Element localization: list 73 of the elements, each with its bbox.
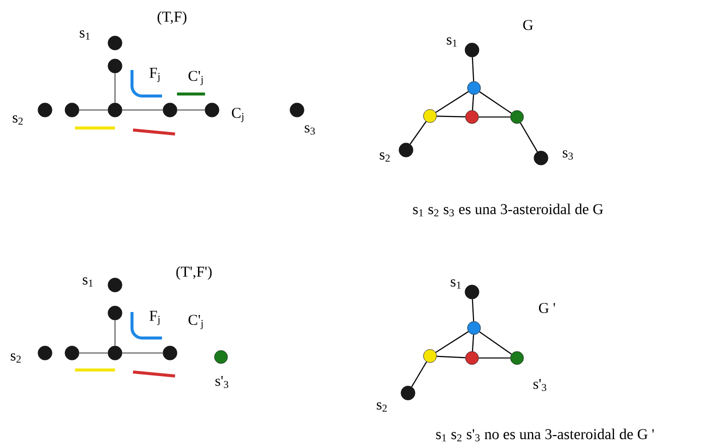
vertex-label: s$_{2}$ — [10, 353, 21, 363]
vertex-label: s$_{3}$ — [562, 150, 573, 160]
vertex — [467, 81, 481, 95]
graph-edge — [479, 91, 512, 114]
vertex-label: s$_{2}$ — [380, 152, 390, 162]
set-label: C'$_{j}$ — [188, 314, 203, 330]
vertex — [510, 351, 524, 365]
graph-edge — [472, 299, 474, 322]
graph-edge — [410, 121, 427, 144]
vertex-label: s$_{1}$ — [446, 37, 457, 47]
graph-edge — [411, 361, 428, 388]
vertex — [204, 102, 220, 118]
vertex-label: s'$_{3}$ — [533, 378, 546, 392]
vertex — [464, 42, 480, 58]
graph-edge — [478, 116, 510, 118]
graph-edge — [436, 356, 466, 358]
vertex — [162, 346, 178, 360]
graph-label: G ' — [538, 302, 556, 314]
vertex-label: s'$_{3}$ — [215, 376, 228, 388]
graph-edge — [472, 57, 474, 82]
vertex — [38, 346, 52, 360]
vertex — [108, 306, 122, 320]
graph-edge — [472, 94, 474, 110]
set-label: F$_{j}$ — [150, 68, 160, 82]
vertex — [423, 109, 437, 123]
vertex — [398, 142, 414, 158]
pair-label: (T',F') — [176, 266, 212, 280]
vertex — [465, 110, 479, 124]
graph-edge — [472, 334, 474, 352]
graph-edge — [479, 331, 512, 355]
vertex-label: s$_{2}$ — [376, 402, 387, 412]
graph-edge — [520, 122, 538, 152]
vertex — [290, 102, 304, 118]
vertex — [108, 36, 122, 50]
graph-label: G — [523, 20, 533, 30]
vertex-label: s$_{3}$ — [304, 125, 315, 135]
vertex-label: s$_{1}$ — [450, 279, 461, 289]
vertex — [64, 346, 80, 360]
graph-edge — [122, 352, 163, 354]
set-label: F$_{j}$ — [150, 310, 160, 326]
vertex — [510, 110, 524, 124]
vertex — [108, 102, 122, 118]
vertex — [423, 349, 437, 363]
vertex — [162, 102, 178, 118]
set-label: C$_{j}$ — [232, 108, 244, 122]
vertex — [108, 346, 122, 360]
vertex-label: s$_{1}$ — [82, 277, 93, 287]
set-label: C'$_{j}$ — [188, 70, 203, 86]
vertex — [108, 58, 122, 74]
vertex — [108, 278, 122, 292]
graph-edge — [79, 109, 108, 111]
graph-edge — [114, 320, 116, 346]
caption-sentence: s$_{1}$ s$_{2}$ s$_{3}$ es una 3-asteroidal de G — [413, 204, 604, 216]
graph-edge — [122, 109, 163, 111]
vertex — [467, 321, 481, 335]
graph-edge — [114, 73, 116, 103]
pair-label: (T,F) — [158, 11, 186, 25]
graph-edge — [435, 91, 469, 113]
vertex — [465, 351, 479, 365]
graph-edge — [79, 352, 108, 354]
vertex — [38, 102, 52, 118]
vertex — [534, 150, 548, 166]
vertex — [464, 284, 480, 300]
vertex-label: s$_{1}$ — [80, 30, 90, 40]
vertex — [400, 386, 416, 400]
graph-edge — [177, 109, 205, 111]
vertex-label: s$_{2}$ — [12, 115, 23, 125]
graph-edge — [436, 116, 466, 118]
vertex — [214, 350, 228, 364]
graph-edge — [435, 331, 469, 353]
vertex — [64, 102, 80, 118]
graph-edge — [478, 357, 510, 359]
caption-sentence: s$_{1}$ s$_{2}$ s'$_{3}$ no es una 3-asteroidal de G ' — [436, 428, 654, 442]
